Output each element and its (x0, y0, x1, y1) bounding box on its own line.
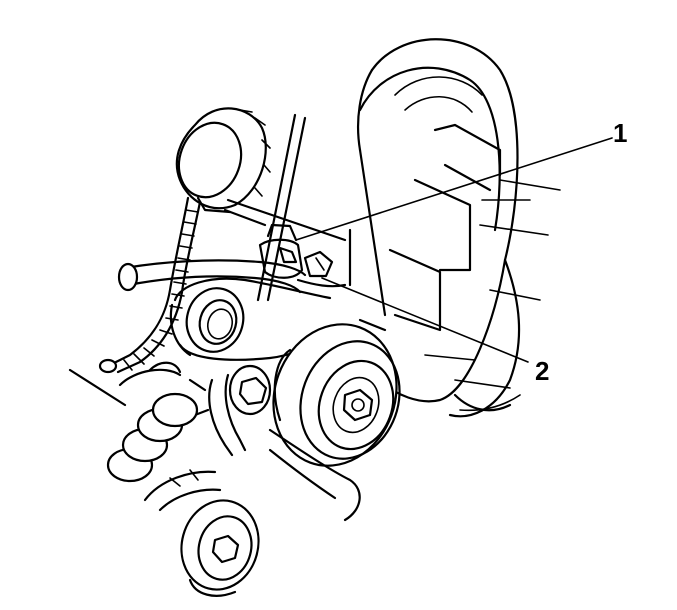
lower-belt (143, 428, 361, 597)
callout-1-label: 1 (613, 118, 627, 148)
tensioner-bolt (188, 364, 272, 457)
wiring-harness (98, 196, 202, 374)
callout-leaders (295, 137, 613, 363)
sensor-mount (117, 223, 347, 294)
belt-rings (68, 361, 199, 483)
tensioner-pulley (272, 323, 401, 467)
sensor-connector (175, 107, 271, 214)
callout-2-label: 2 (535, 356, 549, 386)
